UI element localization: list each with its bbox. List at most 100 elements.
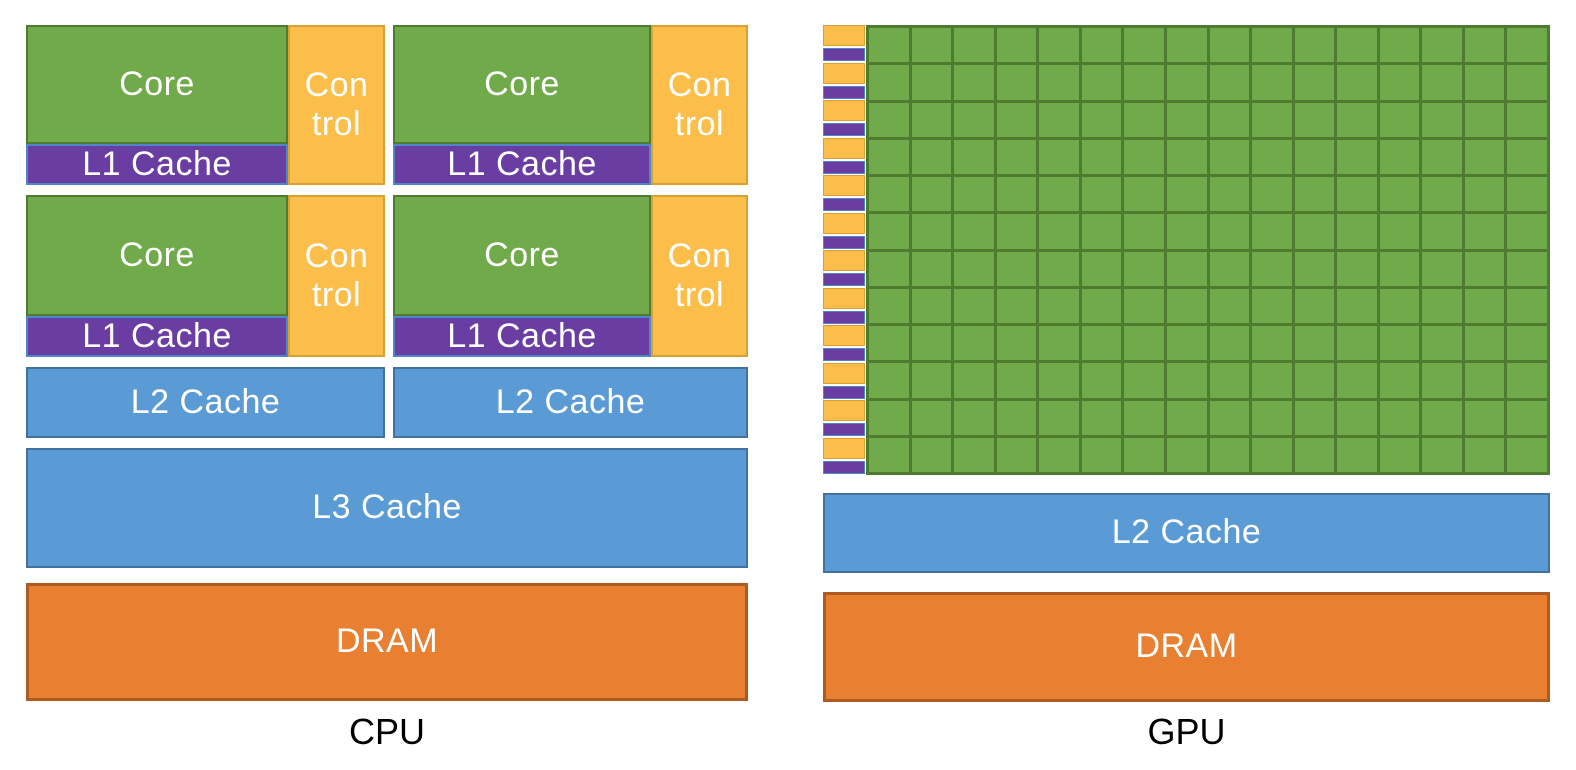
gpu-core-cell — [1507, 139, 1547, 174]
gpu-core-cell — [1124, 288, 1164, 323]
gpu-core-cell — [1464, 363, 1505, 398]
gpu-core-cell — [911, 177, 952, 212]
gpu-l1-cache-block — [823, 160, 865, 174]
gpu-core-cell — [1337, 177, 1377, 212]
gpu-core-cell — [1379, 28, 1420, 63]
cpu-core-label: Core — [484, 64, 560, 103]
gpu-core-cell — [1294, 251, 1335, 286]
gpu-core-cell — [1464, 139, 1505, 174]
gpu-core-cell — [1166, 28, 1207, 63]
cpu-l1-cache-label: L1 Cache — [447, 144, 597, 183]
gpu-core-cell — [1252, 400, 1292, 435]
cpu-control-block: Con trol — [651, 195, 748, 357]
gpu-core-cell — [1124, 251, 1164, 286]
gpu-control-l1-pair — [823, 212, 865, 251]
gpu-core-cell — [1039, 65, 1079, 100]
cpu-core-block: Core — [26, 25, 288, 144]
gpu-core-cell — [954, 437, 994, 472]
gpu-core-cell — [1252, 139, 1292, 174]
gpu-core-cell — [1507, 102, 1547, 137]
cpu-l3-cache-label: L3 Cache — [312, 488, 462, 527]
gpu-core-cell — [1039, 363, 1079, 398]
cpu-l1-cache-block: L1 Cache — [393, 316, 651, 357]
gpu-control-block — [823, 137, 865, 159]
gpu-core-cell — [1209, 139, 1250, 174]
gpu-core-cell — [1464, 326, 1505, 361]
gpu-control-block — [823, 437, 865, 459]
gpu-core-cell — [1422, 28, 1462, 63]
gpu-core-cell — [1337, 28, 1377, 63]
gpu-control-l1-column — [823, 25, 865, 475]
gpu-l2-cache-label: L2 Cache — [1111, 513, 1262, 552]
gpu-core-cell — [1337, 326, 1377, 361]
gpu-core-cell — [1294, 139, 1335, 174]
gpu-core-cell — [1507, 251, 1547, 286]
gpu-core-cell — [1039, 437, 1079, 472]
cpu-l1-cache-block: L1 Cache — [26, 316, 288, 357]
gpu-core-cell — [1039, 102, 1079, 137]
gpu-core-cell — [869, 139, 909, 174]
gpu-core-cell — [911, 251, 952, 286]
gpu-core-cell — [1294, 102, 1335, 137]
gpu-control-block — [823, 400, 865, 421]
gpu-core-cell — [1337, 437, 1377, 472]
gpu-core-cell — [1294, 326, 1335, 361]
gpu-core-cell — [1081, 400, 1122, 435]
gpu-control-block — [823, 62, 865, 84]
gpu-control-l1-pair — [823, 25, 865, 63]
gpu-core-cell — [1081, 288, 1122, 323]
gpu-core-cell — [996, 326, 1037, 361]
gpu-core-cell — [1081, 326, 1122, 361]
gpu-core-cell — [1379, 363, 1420, 398]
gpu-core-cell — [869, 65, 909, 100]
gpu-core-cell — [1209, 288, 1250, 323]
gpu-core-cell — [1337, 65, 1377, 100]
gpu-core-cell — [1124, 400, 1164, 435]
gpu-core-cell — [1039, 214, 1079, 249]
gpu-core-cell — [1422, 326, 1462, 361]
gpu-control-block — [823, 362, 865, 384]
gpu-core-cell — [1337, 214, 1377, 249]
gpu-dram-label: DRAM — [1135, 627, 1238, 666]
gpu-core-cell — [911, 65, 952, 100]
gpu-core-cell — [911, 400, 952, 435]
gpu-l1-cache-block — [823, 235, 865, 249]
cpu-control-block: Con trol — [651, 25, 748, 185]
gpu-core-cell — [1464, 288, 1505, 323]
gpu-core-cell — [1337, 363, 1377, 398]
gpu-core-cell — [1337, 288, 1377, 323]
gpu-core-cell — [869, 102, 909, 137]
gpu-l1-cache-block — [823, 310, 865, 324]
gpu-core-cell — [996, 139, 1037, 174]
gpu-core-cell — [1507, 65, 1547, 100]
gpu-core-cell — [1124, 65, 1164, 100]
gpu-core-cell — [1379, 102, 1420, 137]
gpu-control-l1-pair — [823, 362, 865, 401]
gpu-l1-cache-block — [823, 273, 865, 286]
cpu-core-label: Core — [119, 64, 195, 103]
cpu-core-block: Core — [393, 25, 651, 144]
gpu-l1-cache-block — [823, 423, 865, 436]
gpu-core-cell — [1379, 288, 1420, 323]
gpu-core-cell — [1337, 139, 1377, 174]
cpu-core-label: Core — [119, 235, 195, 274]
gpu-core-cell — [1039, 28, 1079, 63]
gpu-core-cell — [954, 177, 994, 212]
cpu-l2-cache-bar: L2 Cache — [393, 367, 748, 438]
gpu-core-cell — [1507, 177, 1547, 212]
cpu-l1-cache-block: L1 Cache — [393, 144, 651, 185]
gpu-core-cell — [954, 65, 994, 100]
gpu-core-cell — [1507, 437, 1547, 472]
cpu-caption: CPU — [348, 711, 425, 752]
gpu-core-cell — [996, 177, 1037, 212]
gpu-core-cell — [1507, 288, 1547, 323]
gpu-core-cell — [1422, 65, 1462, 100]
gpu-core-cell — [1422, 251, 1462, 286]
gpu-core-cell — [996, 288, 1037, 323]
gpu-l1-cache-block — [823, 460, 865, 474]
cpu-l3-cache-bar: L3 Cache — [26, 448, 748, 568]
gpu-core-cell — [1166, 139, 1207, 174]
